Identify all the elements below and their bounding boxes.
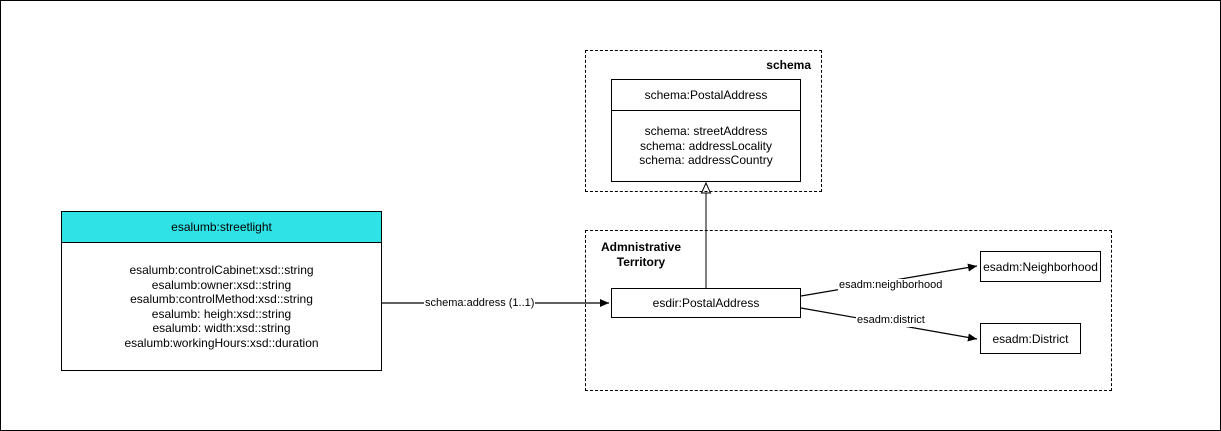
attribute: schema: addressLocality	[639, 138, 773, 153]
class-header: esalumb:streetlight	[62, 212, 381, 243]
class-name: schema:PostalAddress	[644, 88, 768, 102]
schema-package-title: schema	[766, 58, 811, 72]
class-name: esadm:District	[992, 331, 1069, 346]
schema-postal-address-class[interactable]: schema:PostalAddress schema: streetAddre…	[611, 79, 801, 182]
territory-package-title: Admnistrative Territory	[598, 240, 684, 270]
territory-title-line2: Territory	[616, 255, 666, 269]
class-header: schema:PostalAddress	[612, 80, 800, 111]
class-attributes: esalumb:controlCabinet:xsd::string esalu…	[62, 243, 381, 370]
neighborhood-class[interactable]: esadm:Neighborhood	[980, 251, 1101, 282]
streetlight-class[interactable]: esalumb:streetlight esalumb:controlCabin…	[61, 211, 382, 371]
territory-package: Admnistrative Territory	[585, 230, 1112, 391]
attribute: esalumb:owner:xsd::string	[151, 277, 292, 292]
class-name: esalumb:streetlight	[171, 220, 272, 234]
attribute: esalumb:controlMethod:xsd::string	[130, 292, 313, 306]
generalization-hollow-arrow	[700, 181, 712, 194]
address-edge-label: schema:address (1..1)	[424, 297, 536, 310]
schema-package: schema	[585, 50, 822, 192]
attribute: esalumb: heigh:xsd::string	[151, 306, 292, 321]
attribute: schema: addressCountry	[639, 153, 773, 168]
neighborhood-edge-label: esadm:neighborhood	[838, 279, 944, 292]
district-edge-label: esadm:district	[856, 314, 926, 327]
territory-title-line1: Admnistrative	[600, 240, 682, 254]
attribute: esalumb:controlCabinet:xsd::string	[129, 263, 314, 277]
esdir-postal-address-class[interactable]: esdir:PostalAddress	[611, 288, 801, 318]
class-name: esdir:PostalAddress	[652, 296, 760, 310]
class-name: esadm:Neighborhood	[983, 259, 1098, 274]
class-attributes: schema: streetAddress schema: addressLoc…	[612, 111, 800, 181]
attribute: esalumb: width:xsd::string	[152, 321, 291, 335]
attribute: schema: streetAddress	[644, 124, 768, 139]
attribute: esalumb:workingHours:xsd::duration	[124, 335, 319, 350]
district-class[interactable]: esadm:District	[980, 323, 1081, 354]
